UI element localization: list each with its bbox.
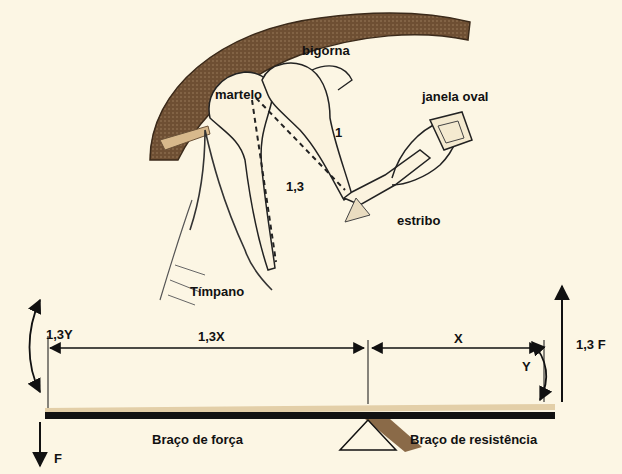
dimension-label: 1,3X — [196, 330, 227, 344]
oval-window — [430, 112, 472, 150]
part-name: Tímpano — [188, 285, 246, 299]
force-label: Y — [520, 360, 533, 374]
part-name: martelo — [213, 88, 264, 102]
part-name: janela oval — [420, 90, 490, 104]
callout-number: 1,3 — [284, 180, 306, 194]
part-name: bigorna — [300, 44, 352, 58]
arm-label: Braço de força — [150, 433, 245, 447]
callout-number: 1 — [333, 126, 344, 140]
force-label: 1,3 F — [574, 338, 608, 352]
dimension-label: X — [452, 332, 465, 346]
part-name: estribo — [395, 214, 442, 228]
lever-bar — [45, 412, 555, 419]
arm-label: Braço de resistência — [408, 433, 539, 447]
hammer — [209, 72, 275, 270]
force-label: F — [52, 452, 64, 466]
ear-canal — [160, 126, 210, 150]
anvil — [262, 63, 352, 200]
force-label: 1,3Y — [44, 328, 75, 342]
fulcrum — [340, 420, 396, 450]
stirrup — [344, 150, 430, 205]
